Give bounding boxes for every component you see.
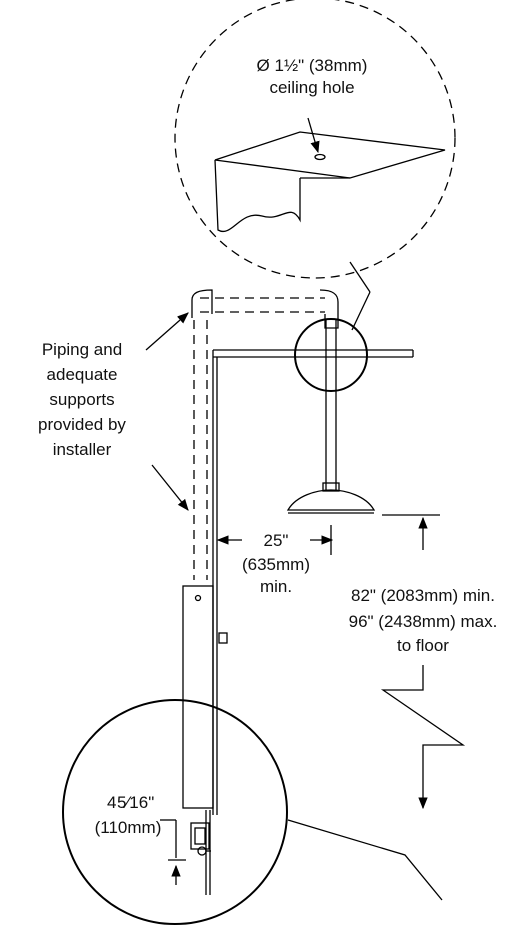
ceiling-detail-callout: Ø 1½" (38mm) ceiling hole <box>174 0 456 279</box>
ceiling-hole <box>314 153 326 161</box>
ceiling-hole-label: ceiling hole <box>269 78 354 97</box>
valve-height-dimension: 4 5⁄16" (110mm) <box>95 793 186 885</box>
hole-leader-arrow <box>307 117 320 154</box>
piping-note-line5: installer <box>53 440 112 459</box>
detail-circle-dashed <box>174 0 456 279</box>
ceiling-plate <box>214 131 446 179</box>
piping-note-line4: provided by <box>38 415 126 434</box>
clearance-inches-label: 25" <box>264 531 289 550</box>
valve-housing <box>182 585 228 895</box>
piping-note-line2: adequate <box>47 365 118 384</box>
valve-height-fraction: 5⁄16" <box>117 793 154 812</box>
height-to-floor-label: to floor <box>397 636 449 655</box>
piping-note-line1: Piping and <box>42 340 122 359</box>
detail-leader-line <box>349 261 371 293</box>
clearance-mm-label: (635mm) <box>242 555 310 574</box>
ceiling-connection-circle <box>294 318 368 392</box>
support-bracket <box>212 349 414 815</box>
piping-leader-upper <box>145 312 189 351</box>
pipe-elbow-left <box>191 289 213 318</box>
height-min-label: 82" (2083mm) min. <box>351 586 495 605</box>
piping-note: Piping and adequate supports provided by… <box>38 312 189 511</box>
valve-detail-leader <box>287 819 443 901</box>
ceiling-hole-size-label: Ø 1½" (38mm) <box>257 56 368 75</box>
piping-note-line3: supports <box>49 390 114 409</box>
clearance-min-label: min. <box>260 577 292 596</box>
horizontal-clearance-dimension: 25" (635mm) min. <box>216 525 334 596</box>
piping-leader-lower <box>151 464 189 511</box>
break-line <box>380 665 466 810</box>
pipe-elbow-right <box>319 289 339 329</box>
height-max-label: 96" (2438mm) max. <box>349 612 498 631</box>
shower-head <box>286 320 376 514</box>
supply-piping <box>191 289 339 580</box>
ceiling-plate-side <box>214 159 301 233</box>
valve-height-mm: (110mm) <box>95 818 162 837</box>
height-dimension: 82" (2083mm) min. 96" (2438mm) max. to f… <box>349 514 498 810</box>
valve-height-whole: 4 <box>107 793 116 812</box>
valve-detail-circle <box>62 699 288 925</box>
